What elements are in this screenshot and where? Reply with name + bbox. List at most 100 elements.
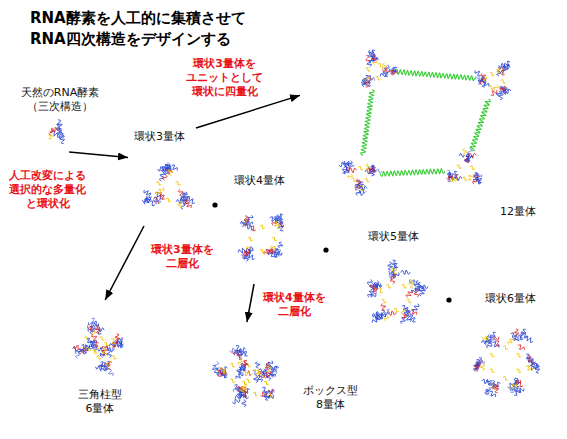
helix-ribbon [483, 77, 487, 81]
helix-ribbon [500, 86, 506, 91]
helix-ribbon [351, 178, 356, 182]
helix-ribbon [168, 169, 173, 175]
helix-ribbon [253, 370, 258, 374]
helix-ribbon [490, 382, 495, 387]
helix-ribbon [162, 170, 168, 175]
helix-ribbon [518, 345, 524, 350]
helix-ribbon [365, 178, 370, 182]
helix-ribbon [490, 72, 495, 76]
helix-ribbon [526, 366, 532, 371]
helix-ribbon [468, 174, 474, 180]
helix-ribbon [366, 164, 370, 171]
helix-ribbon [358, 167, 363, 171]
helix-ribbon [384, 315, 389, 321]
helix-ribbon [48, 134, 53, 139]
helix-ribbon [390, 276, 395, 283]
helix-ribbon [178, 202, 182, 208]
helix-ribbon [497, 92, 502, 97]
helix-ribbon [109, 370, 114, 377]
molecule-group [339, 50, 511, 196]
helix-ribbon [465, 158, 469, 163]
helix-ribbon [101, 362, 104, 366]
helix-ribbon [480, 363, 484, 370]
helix-ribbon [360, 185, 364, 190]
helix-ribbon [419, 287, 425, 292]
helix-ribbon [254, 375, 258, 382]
helix-ribbon [401, 308, 405, 314]
helix-ribbon [272, 237, 277, 241]
helix-ribbon [392, 260, 397, 267]
helix-ribbon [381, 299, 386, 303]
helix-ribbon [359, 191, 363, 195]
helix-ribbon [367, 60, 372, 66]
helix-ribbon [516, 369, 521, 373]
helix-ribbon [494, 85, 499, 90]
helix-ribbon [372, 313, 380, 318]
helix-ribbon [253, 392, 258, 396]
helix-ribbon [381, 310, 386, 317]
helix-ribbon [246, 379, 251, 383]
helix-ribbon [260, 225, 265, 229]
helix-ribbon [367, 279, 372, 284]
helix-ribbon [82, 348, 89, 353]
helix-ribbon [256, 370, 263, 376]
molecule-group [367, 260, 427, 324]
helix-ribbon [481, 73, 486, 79]
helix-ribbon [394, 308, 399, 312]
helix-ribbon [88, 325, 94, 330]
reaction-arrow [247, 284, 254, 322]
helix-ribbon [384, 310, 390, 316]
helix-ribbon [76, 353, 80, 359]
helix-ribbon [368, 53, 372, 57]
helix-ribbon [271, 245, 276, 250]
helix-ribbon [513, 335, 519, 340]
helix-ribbon [378, 63, 383, 67]
helix-ribbon [157, 187, 164, 194]
helix-ribbon [166, 198, 171, 202]
helix-ribbon [447, 170, 450, 175]
helix-ribbon [365, 77, 370, 82]
helix-ribbon [527, 356, 530, 361]
structure-node: 12量体 [300, 25, 550, 226]
helix-ribbon [390, 70, 398, 75]
structure-node: 環状5量体 [350, 228, 442, 338]
helix-ribbon [104, 342, 109, 346]
helix-ribbon [242, 381, 247, 385]
helix-ribbon [268, 389, 274, 394]
helix-ribbon [384, 71, 388, 76]
helix-ribbon [462, 177, 467, 181]
helix-ribbon [268, 394, 274, 398]
helix-ribbon [251, 226, 256, 231]
helix-ribbon [237, 393, 241, 398]
molecule-group [238, 214, 284, 261]
molecule-illustration [300, 25, 550, 226]
helix-ribbon [501, 80, 506, 84]
helix-ribbon [270, 368, 276, 374]
molecule-group [142, 163, 195, 209]
helix-ribbon [373, 61, 378, 65]
helix-ribbon [401, 270, 410, 275]
helix-ribbon [489, 86, 494, 90]
helix-ribbon [376, 169, 381, 173]
helix-ribbon [518, 382, 524, 387]
helix-ribbon [473, 179, 478, 184]
structure-label: 環状5量体 [368, 230, 419, 244]
helix-ribbon [242, 221, 247, 226]
helix-ribbon [229, 348, 237, 353]
diagram-title: RNA酵素を人工的に集積させて RNA四次構造をデザインする [30, 8, 246, 50]
helix-ribbon [264, 381, 269, 385]
helix-ribbon [354, 185, 358, 190]
molecule-group [213, 346, 279, 407]
structure-node: 環状4量体 [222, 172, 302, 284]
helix-ribbon [156, 182, 161, 186]
helix-ribbon [178, 189, 183, 196]
helix-ribbon [491, 90, 497, 95]
helix-ribbon [493, 342, 499, 348]
helix-ribbon [118, 339, 122, 344]
helix-ribbon [497, 71, 501, 75]
helix-ribbon [490, 369, 495, 373]
helix-ribbon [370, 167, 376, 172]
